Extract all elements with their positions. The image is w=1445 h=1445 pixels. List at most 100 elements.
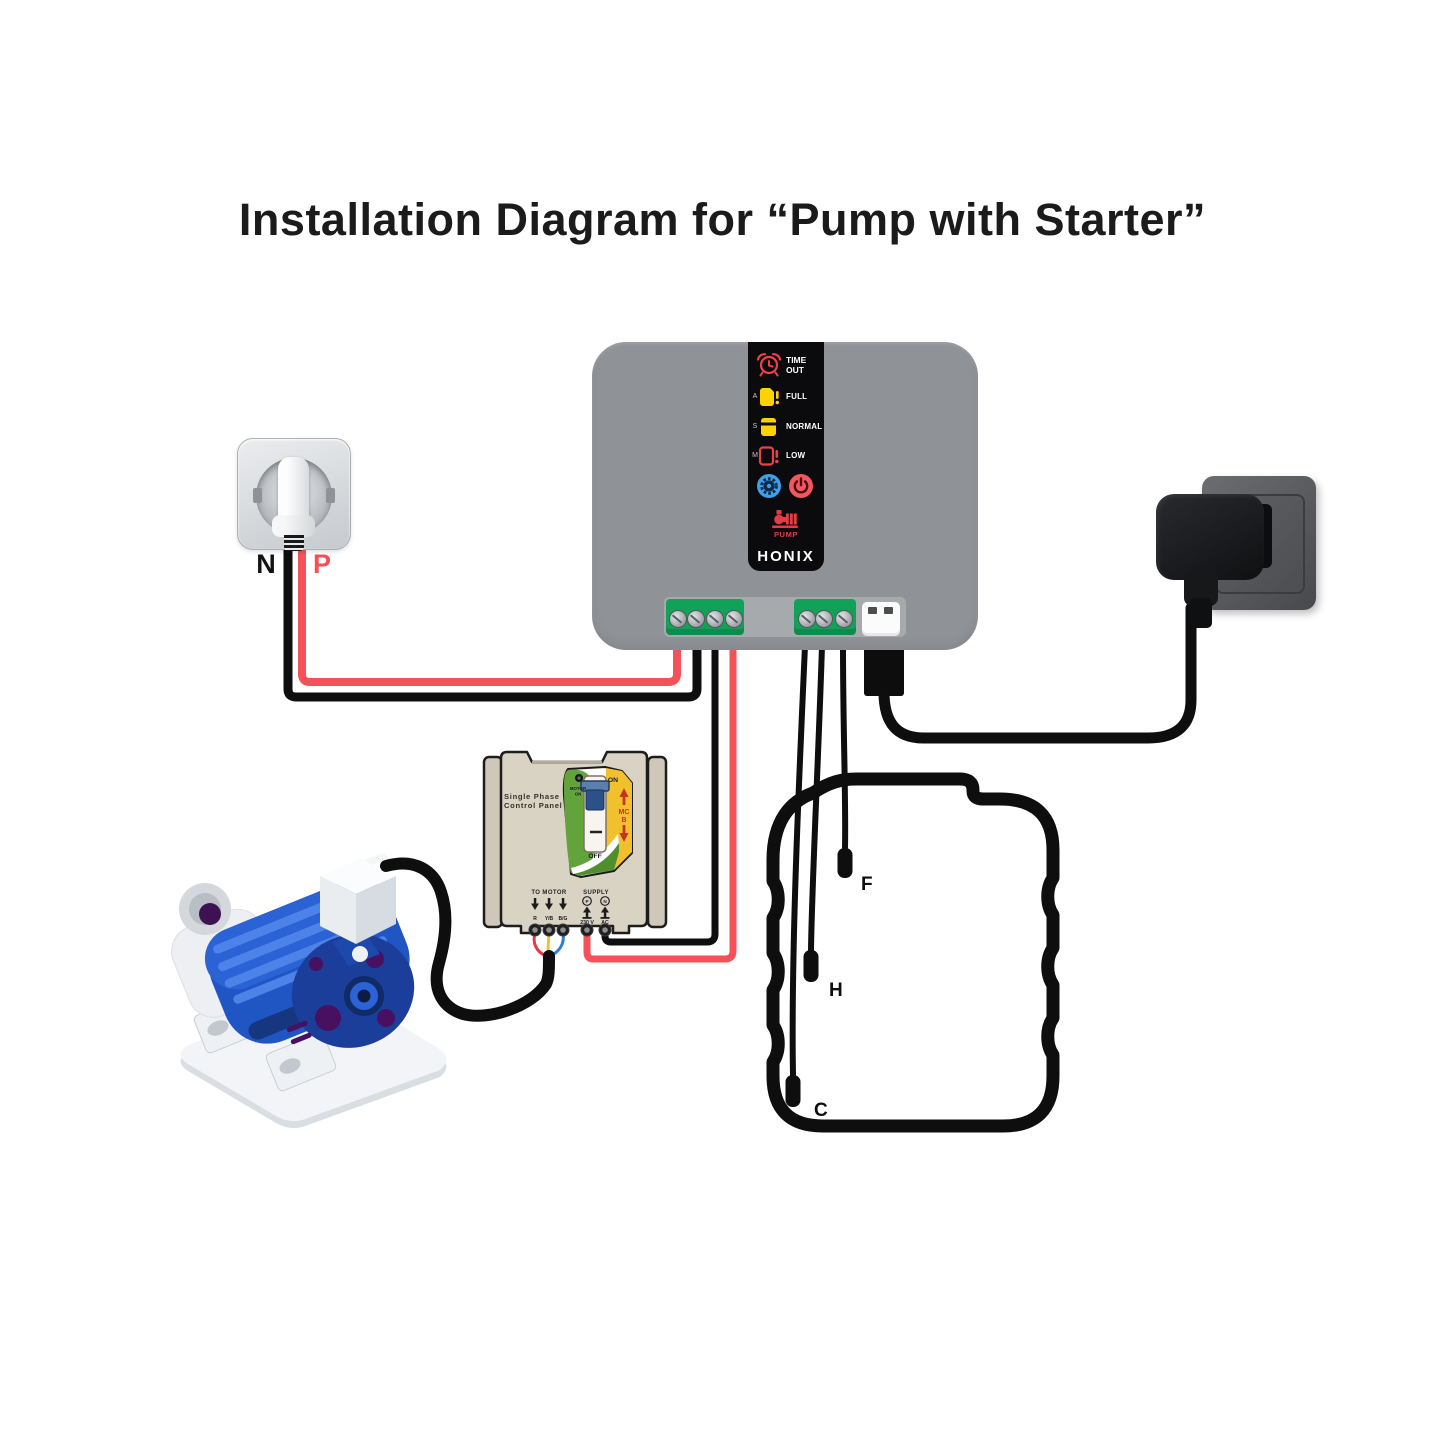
- controller-display-panel: TIME OUT A FULL S NORMAL M: [748, 342, 824, 571]
- alarm-clock-icon: [756, 353, 782, 377]
- low-prefix: M: [752, 452, 758, 459]
- power-plug: [278, 457, 309, 523]
- water-pump: [171, 853, 447, 1129]
- sensor-wire-c: [789, 643, 808, 1078]
- sensor-c: [785, 1075, 801, 1107]
- starter-panel: Single Phase Control Panel ON OFF MOTOR …: [482, 750, 668, 935]
- front-housing-detail: [286, 950, 395, 1045]
- connector-pin: [868, 607, 877, 614]
- pump-eye-center: [357, 989, 371, 1003]
- pump-controller: TIME OUT A FULL S NORMAL M: [592, 342, 978, 650]
- settings-button: [757, 474, 781, 498]
- sensor-label-c: C: [814, 1100, 828, 1121]
- timeout-label-1: TIME: [786, 355, 807, 365]
- socket-ground-notch: [253, 488, 262, 503]
- to-motor-label: TO MOTOR: [531, 890, 567, 896]
- bracket-pin: [352, 946, 368, 962]
- shaft-seal: [199, 903, 221, 925]
- brand-name: HONIX: [757, 548, 815, 565]
- mcb-on-label: ON: [608, 777, 618, 784]
- sensor-h: [803, 950, 819, 982]
- sensor-wire-h: [808, 643, 825, 953]
- terminal-screw: [798, 610, 816, 628]
- sensor-wires: [789, 643, 849, 1078]
- adapter-plug: [864, 646, 904, 696]
- white-swoosh: [571, 834, 619, 874]
- terminal-screw: [687, 610, 705, 628]
- power-button: [789, 474, 813, 498]
- foot-hole: [279, 1058, 301, 1074]
- starter-flange-left: [482, 755, 504, 929]
- mcb-label: MC B: [619, 788, 630, 842]
- full-label: FULL: [786, 392, 808, 401]
- starter-neutral-wire: [601, 644, 719, 946]
- neutral-wire: [283, 538, 702, 702]
- supply-p-circle: [582, 896, 592, 906]
- page-title: Installation Diagram for “Pump with Star…: [238, 194, 1207, 245]
- green-swoosh-dark: [573, 840, 619, 876]
- connector-pin: [884, 607, 893, 614]
- plug-cord: [284, 535, 304, 551]
- svg-text:MC: MC: [619, 809, 630, 816]
- starter-title-2: Control Panel: [504, 801, 562, 810]
- tank-normal-icon: [761, 418, 776, 436]
- motor-on-indicator-dot: [577, 776, 581, 780]
- adapter-cable: [878, 602, 1197, 744]
- terminal-screw: [835, 610, 853, 628]
- junction-box: [320, 853, 396, 944]
- terminal-screw: [725, 610, 743, 628]
- supply-p: P: [585, 899, 588, 904]
- wall-socket-left: [237, 438, 351, 551]
- starter-phase-wire: [583, 644, 737, 963]
- tank-low-icon: [758, 446, 779, 466]
- timeout-label-2: OUT: [786, 365, 804, 375]
- full-prefix: A: [752, 393, 758, 400]
- pump-indicator-label: PUMP: [773, 530, 799, 539]
- terminal-label-r: R: [533, 916, 537, 922]
- mcb-switch-plate: ON OFF MOTOR ON MC B: [562, 766, 633, 878]
- svg-text:B: B: [621, 817, 626, 824]
- sensor-f: [837, 848, 853, 878]
- terminal-screw: [669, 610, 687, 628]
- normal-prefix: S: [752, 423, 758, 430]
- socket-ground-notch: [326, 488, 335, 503]
- supply-n-circle: [600, 896, 610, 906]
- power-plug-lip: [272, 515, 315, 537]
- pump-icon: [772, 510, 798, 528]
- tank-full-icon: [760, 388, 779, 406]
- pump-cable: [380, 857, 555, 1022]
- terminal-screw: [815, 610, 833, 628]
- phase-wire: [298, 538, 681, 686]
- foot-hole: [207, 1020, 229, 1036]
- to-motor-arrows: [531, 898, 567, 910]
- supply-n: N: [603, 899, 607, 904]
- motor-on-label-2: ON: [575, 792, 582, 797]
- level-sensors: [785, 848, 853, 1107]
- phase-label: P: [312, 549, 331, 579]
- sensor-label-h: H: [829, 980, 843, 1001]
- neutral-label: N: [256, 549, 276, 579]
- normal-label: NORMAL: [786, 422, 823, 431]
- supply-label: SUPPLY: [583, 890, 609, 896]
- terminal-screw: [706, 610, 724, 628]
- adapter-connector-socket: [862, 602, 900, 636]
- supply-arrows: [582, 906, 610, 919]
- sensor-label-f: F: [861, 874, 873, 895]
- terminal-label-bg: B/G: [559, 916, 568, 922]
- gear-icon: [760, 477, 778, 495]
- motor-on-label-1: MOTOR: [570, 786, 587, 791]
- adapter-strain-relief: [1190, 598, 1212, 628]
- starter-title-1: Single Phase: [504, 792, 560, 801]
- starter-flange-right: [646, 755, 668, 929]
- power-adapter: [1156, 494, 1264, 580]
- low-label: LOW: [786, 451, 806, 460]
- starter-terminals: [528, 923, 612, 937]
- mcb-off-label: OFF: [588, 853, 602, 860]
- terminal-label-yb: Y/B: [545, 916, 554, 922]
- cable-stub: [364, 853, 390, 865]
- power-icon: [793, 477, 809, 494]
- supply-volt-label: 230 V: [580, 920, 594, 926]
- breaker-toggle: [585, 789, 605, 811]
